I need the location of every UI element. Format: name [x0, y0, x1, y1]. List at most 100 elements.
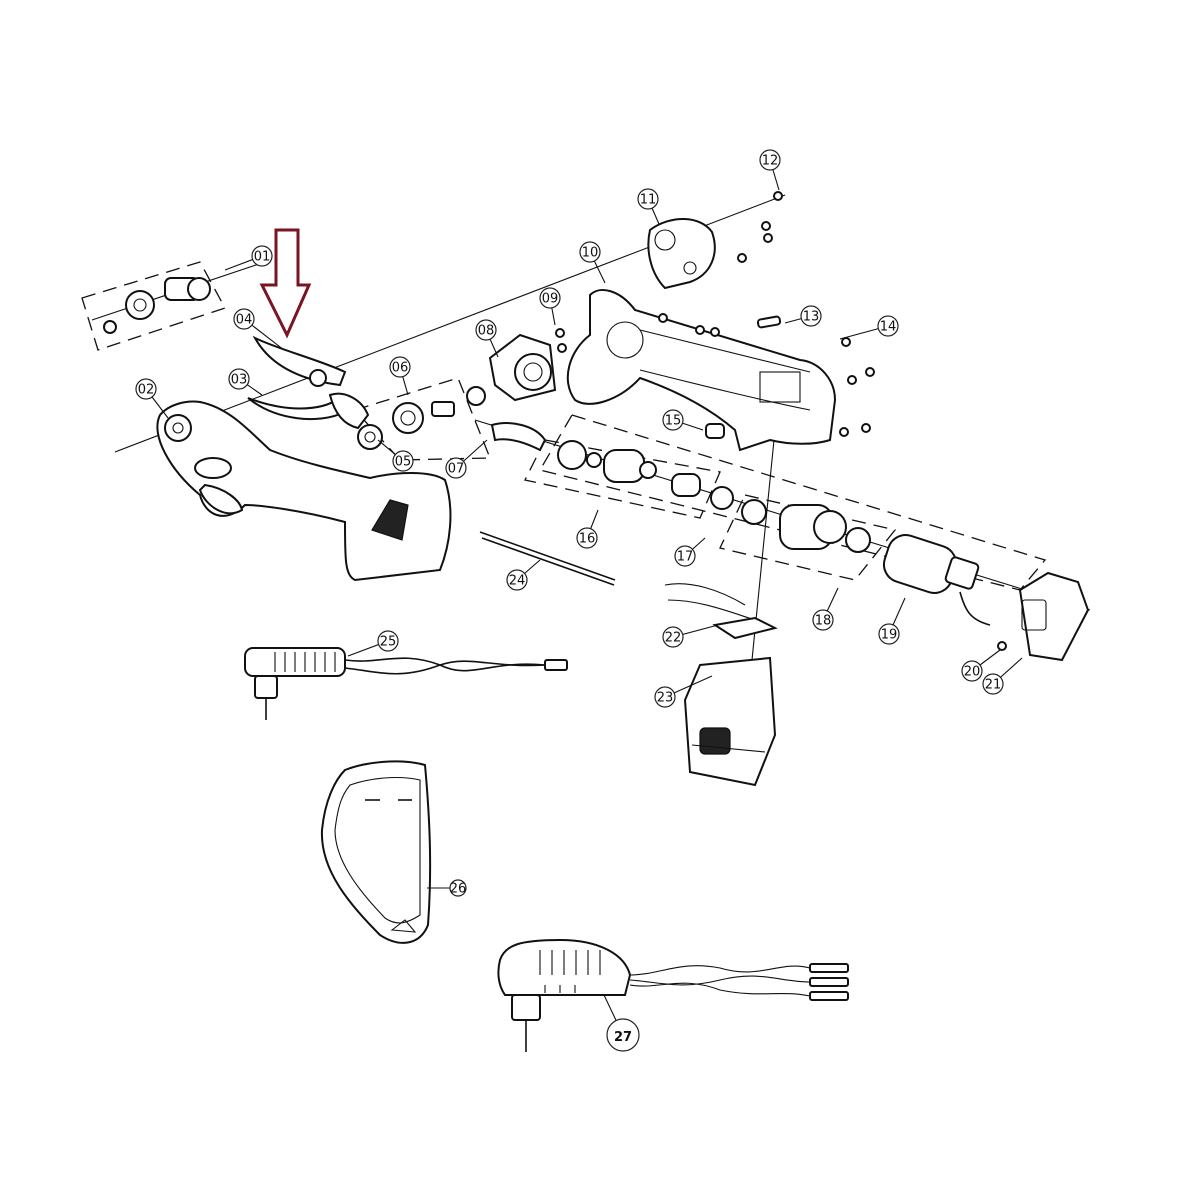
callout-circle	[878, 623, 900, 645]
callout-circle	[445, 457, 467, 479]
callout-08: 08	[475, 319, 499, 358]
callout-label: 15	[665, 414, 682, 429]
holster-26	[320, 760, 432, 944]
callout-label: 21	[985, 678, 1002, 693]
callout-26: 26	[427, 879, 467, 897]
contact-plate-22	[664, 583, 778, 640]
callout-label: 27	[614, 1030, 632, 1045]
callout-label: 07	[448, 462, 465, 477]
housing-10	[566, 289, 837, 452]
callout-24: 24	[506, 559, 541, 591]
callout-label: 12	[762, 154, 779, 169]
callout-circle	[877, 315, 899, 337]
battery-23	[683, 656, 777, 787]
callout-13: 13	[784, 305, 822, 327]
callout-22: 22	[662, 624, 719, 648]
callout-label: 22	[665, 631, 682, 646]
callout-label: 11	[640, 193, 657, 208]
callout-07: 07	[445, 439, 488, 479]
callout-label: 19	[881, 628, 898, 643]
drive-gear-assembly	[103, 277, 211, 334]
callout-16: 16	[576, 509, 599, 549]
callout-label: 04	[236, 313, 253, 328]
callout-label: 08	[478, 324, 495, 339]
callout-circle	[606, 1018, 640, 1052]
callout-09: 09	[539, 287, 561, 326]
motor-19	[882, 534, 991, 626]
cable-24	[479, 531, 616, 586]
callout-circle	[135, 378, 157, 400]
callout-label: 05	[395, 455, 412, 470]
callout-circle	[637, 188, 659, 210]
part-callouts: 01 02 03 04 05 06 07 08 09 10 11 12 13 14 15 16 17 18 19 20…	[135, 149, 1023, 1052]
callout-18: 18	[812, 587, 839, 631]
callout-label: 26	[450, 882, 467, 897]
callout-label: 01	[254, 250, 271, 265]
callout-label: 18	[815, 614, 832, 629]
callout-21: 21	[982, 657, 1023, 695]
callout-label: 02	[138, 383, 155, 398]
callout-27: 27	[603, 994, 640, 1052]
callout-label: 06	[392, 361, 409, 376]
gearbox-flange-08	[488, 333, 557, 402]
callout-20: 20	[961, 649, 1001, 682]
callout-circle	[251, 245, 273, 267]
screws	[555, 191, 875, 437]
callout-label: 17	[677, 550, 694, 565]
callout-12: 12	[759, 149, 781, 191]
main-handle	[156, 400, 452, 582]
drivetrain	[557, 440, 871, 553]
callout-circle	[662, 409, 684, 431]
callout-circle	[389, 356, 411, 378]
pin-and-nut	[705, 315, 782, 439]
callout-circle	[800, 305, 822, 327]
callout-14: 14	[839, 315, 899, 340]
callout-03: 03	[228, 368, 263, 396]
callout-11: 11	[637, 188, 660, 225]
callout-label: 25	[380, 635, 397, 650]
callout-circle	[506, 569, 528, 591]
callout-04: 04	[233, 308, 285, 351]
callout-circle	[579, 241, 601, 263]
callout-label: 24	[509, 574, 526, 589]
charger-27	[497, 938, 849, 1052]
callout-19: 19	[878, 597, 906, 645]
callout-06: 06	[389, 356, 411, 396]
callout-10: 10	[579, 241, 606, 284]
callout-label: 13	[803, 310, 820, 325]
callout-circle	[812, 609, 834, 631]
callout-label: 23	[657, 691, 674, 706]
callout-circle	[961, 660, 983, 682]
callout-01: 01	[224, 245, 273, 271]
callout-02: 02	[135, 378, 169, 419]
callout-circle	[539, 287, 561, 309]
callout-circle	[674, 545, 696, 567]
callout-15: 15	[662, 409, 704, 431]
callout-circle	[228, 368, 250, 390]
callout-label: 14	[880, 320, 897, 335]
charger-25	[244, 647, 568, 720]
blades	[247, 335, 370, 430]
callout-label: 03	[231, 373, 248, 388]
callout-circle	[449, 879, 467, 897]
callout-circle	[576, 527, 598, 549]
bracket-07	[490, 422, 547, 452]
callout-17: 17	[674, 537, 706, 567]
end-cap	[997, 571, 1090, 662]
callout-circle	[475, 319, 497, 341]
callout-circle	[982, 673, 1004, 695]
callout-label: 20	[964, 665, 981, 680]
cover-11	[647, 218, 716, 290]
callout-circle	[759, 149, 781, 171]
callout-circle	[662, 626, 684, 648]
callout-circle	[392, 450, 414, 472]
callout-label: 10	[582, 246, 599, 261]
callout-23: 23	[654, 675, 713, 708]
callout-circle	[233, 308, 255, 330]
callout-05: 05	[377, 439, 414, 472]
callout-circle	[654, 686, 676, 708]
highlight-arrow-icon	[259, 228, 312, 339]
callout-25: 25	[347, 630, 399, 657]
callout-circle	[377, 630, 399, 652]
